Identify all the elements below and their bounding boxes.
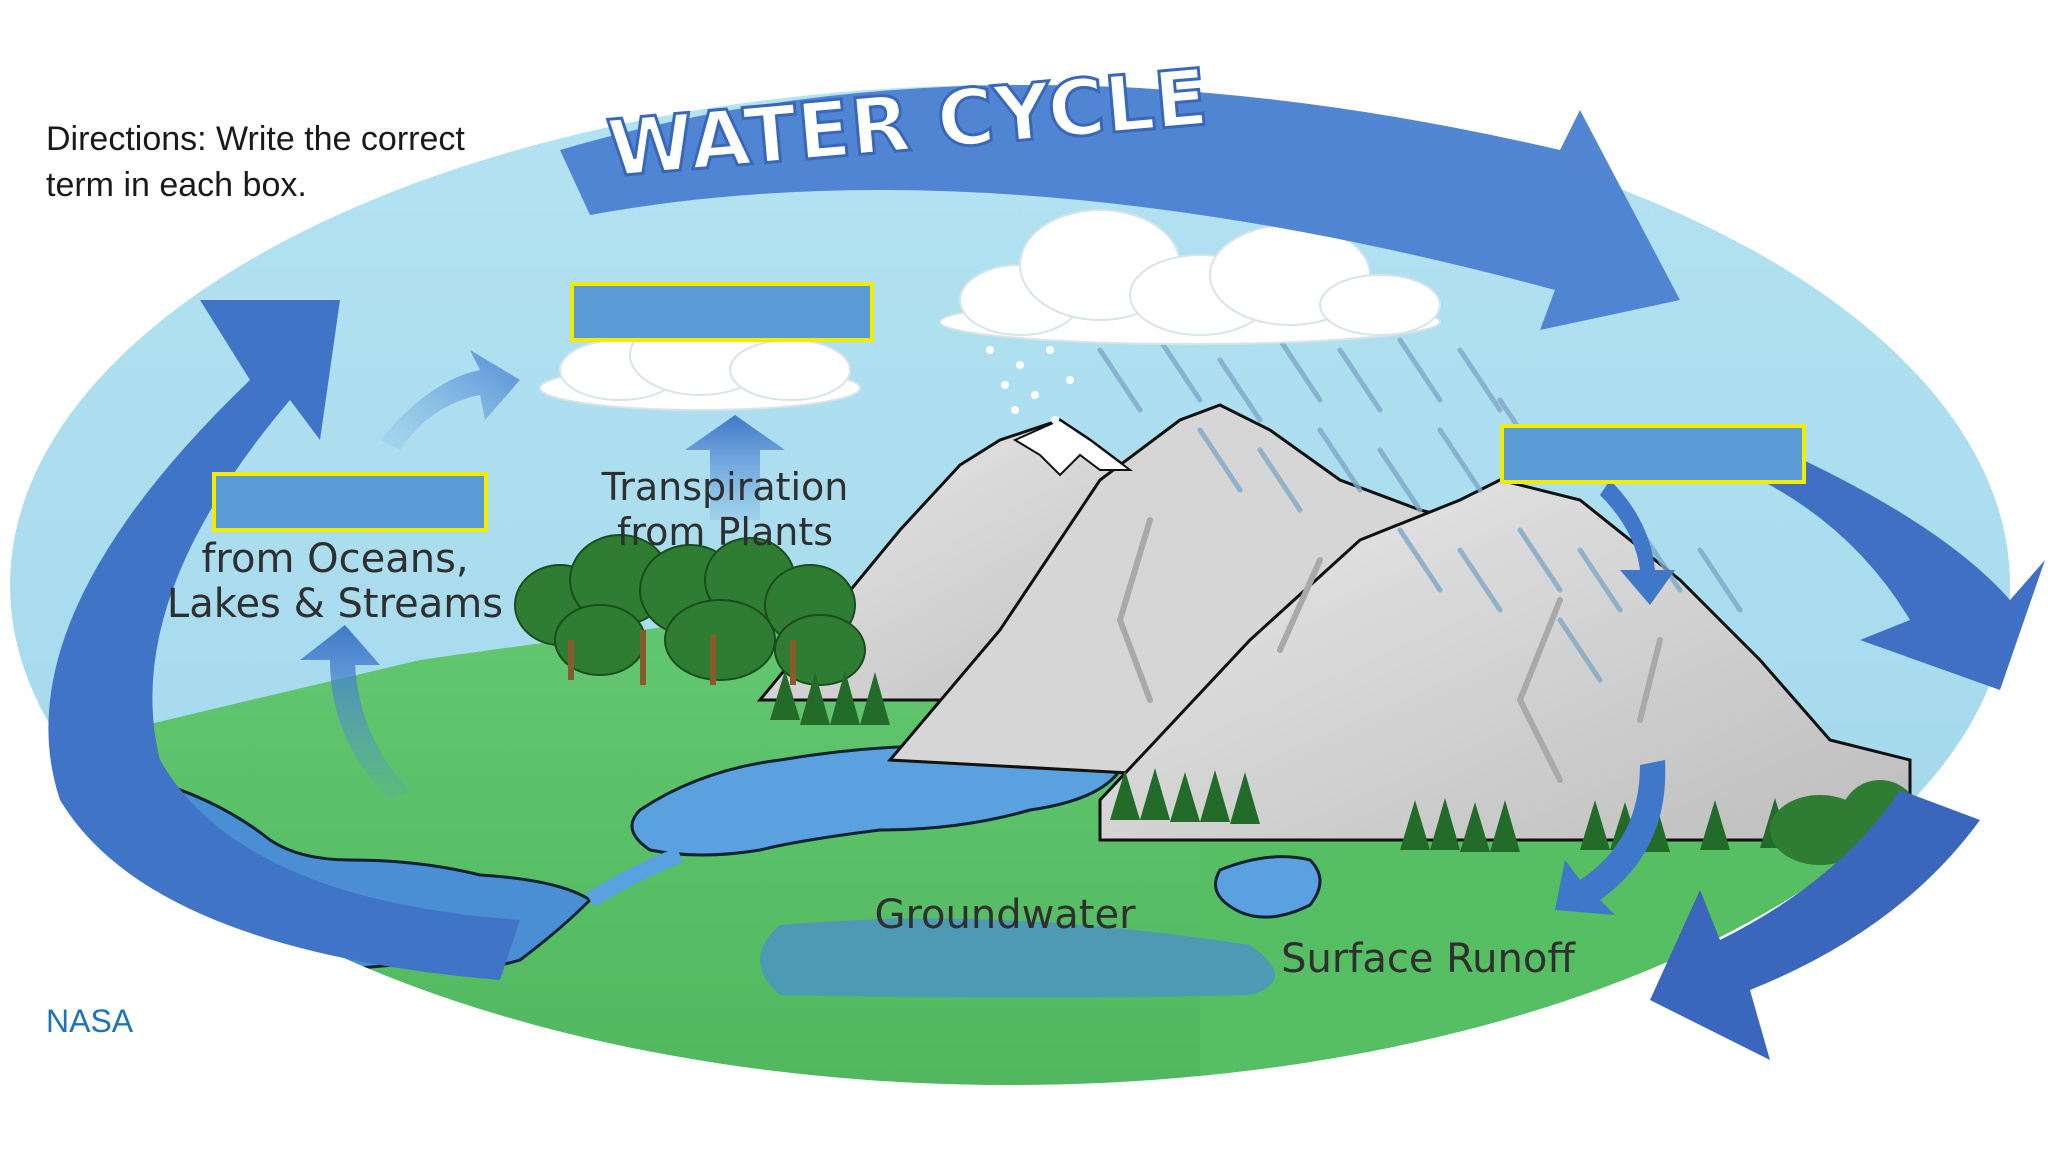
groundwater-area	[760, 918, 1275, 998]
evaporation-label-line2: Lakes & Streams	[167, 581, 503, 627]
evaporation-arrow-up	[300, 625, 410, 800]
transpiration-label-line2: from Plants	[617, 510, 833, 554]
evaporation-label-line1: from Oceans,	[201, 536, 468, 582]
pond	[1214, 855, 1322, 919]
answer-box-condensation[interactable]	[570, 282, 874, 342]
transpiration-label-line1: Transpiration	[601, 465, 849, 509]
runoff-arrow	[1555, 760, 1666, 915]
cycle-arrow-bottom	[1650, 790, 1980, 1060]
cycle-arrow-left	[48, 300, 521, 980]
cloud-right	[939, 209, 1441, 345]
transpiration-arrow	[685, 415, 785, 520]
surface-runoff-label: Surface Runoff	[1281, 936, 1576, 982]
forest-left	[514, 534, 866, 686]
snowflakes	[986, 346, 1074, 424]
answer-box-precipitation[interactable]	[1500, 424, 1806, 484]
cycle-arrow-top	[560, 85, 1680, 330]
vapor-arrow	[380, 350, 520, 450]
cycle-arrow-right	[1740, 440, 2045, 690]
directions-text: Directions: Write the correct term in ea…	[46, 120, 465, 204]
lake	[630, 744, 1123, 857]
credit-text: NASA	[46, 1003, 134, 1039]
precipitation-arrow	[1600, 480, 1675, 605]
answer-box-evaporation[interactable]	[212, 472, 488, 532]
rain	[1097, 337, 1743, 683]
groundwater-label: Groundwater	[874, 892, 1136, 938]
